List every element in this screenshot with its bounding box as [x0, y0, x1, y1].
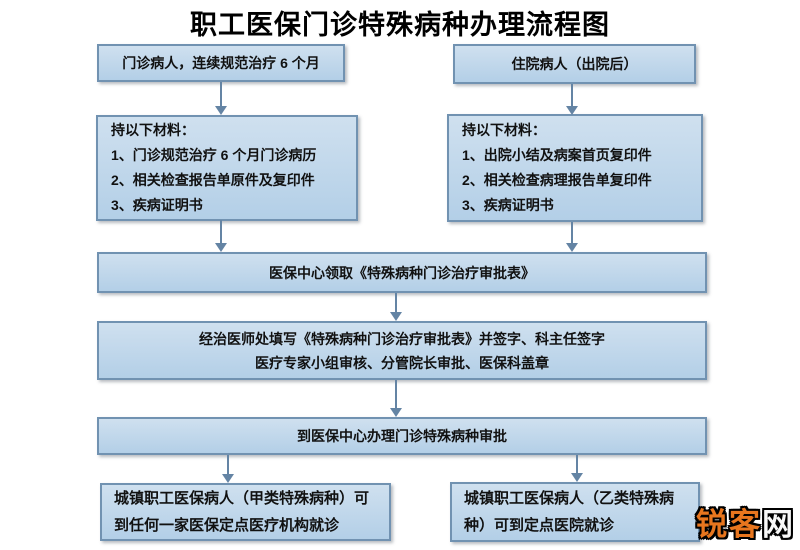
flow-box-outpatient-materials: 持以下材料： 1、门诊规范治疗 6 个月门诊病历 2、相关检查报告单原件及复印件…	[96, 115, 358, 221]
flow-box-class-b-line2: 种）可到定点医院就诊	[464, 517, 615, 534]
flow-box-fill-form-line2: 医疗专家小组审核、分管院长审批、医保科盖章	[255, 354, 549, 371]
materials-item: 2、相关检查病理报告单复印件	[462, 172, 652, 188]
watermark-text-primary: 锐客	[696, 507, 762, 542]
flow-arrow-inpatient-to-materials	[571, 84, 573, 106]
page-title: 职工医保门诊特殊病种办理流程图	[190, 10, 610, 40]
flow-box-approval-label: 到医保中心办理门诊特殊病种审批	[297, 428, 507, 444]
materials-header: 持以下材料：	[462, 122, 546, 138]
flow-box-outpatient-start: 门诊病人，连续规范治疗 6 个月	[97, 44, 345, 82]
materials-item: 1、出院小结及病案首页复印件	[462, 147, 652, 163]
flow-arrow-outpatient-materials-to-collect	[220, 220, 222, 243]
flow-box-class-a-result: 城镇职工医保病人（甲类特殊病种）可 到任何一家医保定点医疗机构就诊	[100, 483, 391, 541]
materials-item: 3、疾病证明书	[462, 197, 554, 213]
materials-item: 2、相关检查报告单原件及复印件	[111, 172, 315, 188]
flow-arrow-approval-to-class-a	[227, 455, 229, 474]
flow-box-outpatient-start-label: 门诊病人，连续规范治疗 6 个月	[122, 55, 320, 71]
flow-arrow-outpatient-to-materials	[220, 82, 222, 106]
flow-arrow-approval-to-class-b	[576, 455, 578, 473]
flow-box-fill-form-line1: 经治医师处填写《特殊病种门诊治疗审批表》并签字、科主任签字	[199, 330, 605, 347]
watermark-text-secondary: 网	[762, 507, 795, 542]
flow-box-inpatient-start-label: 住院病人（出院后）	[511, 56, 638, 72]
materials-item: 3、疾病证明书	[111, 197, 203, 213]
flow-box-class-a-line1: 城镇职工医保病人（甲类特殊病种）可	[114, 490, 370, 507]
flow-box-inpatient-materials: 持以下材料： 1、出院小结及病案首页复印件 2、相关检查病理报告单复印件 3、疾…	[447, 114, 703, 222]
flow-box-collect-form-label: 医保中心领取《特殊病种门诊治疗审批表》	[269, 264, 535, 281]
flow-box-class-b-line1: 城镇职工医保病人（乙类特殊病	[464, 490, 675, 507]
flow-box-collect-form: 医保中心领取《特殊病种门诊治疗审批表》	[97, 252, 707, 293]
flow-box-approval: 到医保中心办理门诊特殊病种审批	[97, 417, 707, 455]
flow-box-inpatient-start: 住院病人（出院后）	[453, 44, 696, 84]
flow-arrow-fill-to-approval	[395, 380, 397, 408]
flow-arrow-inpatient-materials-to-collect	[571, 222, 573, 243]
flow-arrow-collect-to-fill	[395, 293, 397, 312]
watermark-site-logo: 锐客网	[696, 499, 795, 544]
flow-box-fill-form: 经治医师处填写《特殊病种门诊治疗审批表》并签字、科主任签字 医疗专家小组审核、分…	[97, 321, 707, 380]
flow-box-class-b-result: 城镇职工医保病人（乙类特殊病 种）可到定点医院就诊	[450, 482, 700, 542]
materials-header: 持以下材料：	[111, 122, 195, 138]
materials-item: 1、门诊规范治疗 6 个月门诊病历	[111, 147, 317, 163]
flow-box-class-a-line2: 到任何一家医保定点医疗机构就诊	[114, 517, 340, 534]
